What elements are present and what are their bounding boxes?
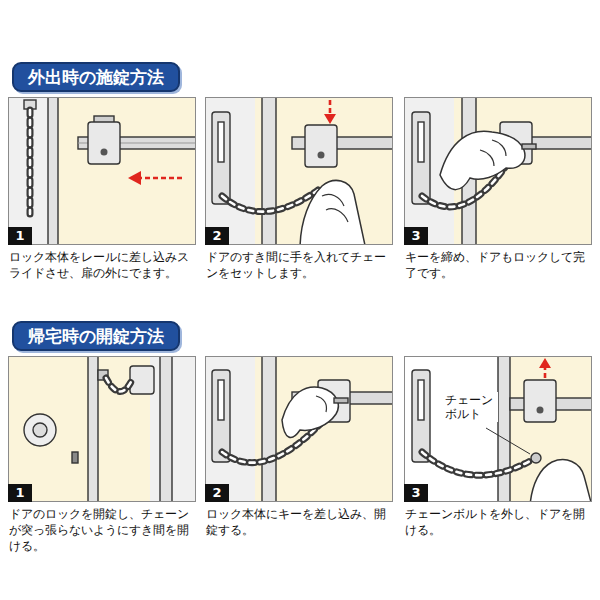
step-panel: ドアのロックを開錠し、チェーンが突っ張らないようにすき間を開ける。1 bbox=[8, 356, 196, 502]
step-illustration bbox=[404, 356, 592, 502]
step-caption: ドアのすき間に手を入れてチェーンをセットします。 bbox=[206, 249, 394, 281]
step-illustration bbox=[205, 97, 393, 245]
step-number: 2 bbox=[205, 227, 229, 245]
section-header: 帰宅時の開錠方法 bbox=[12, 321, 180, 351]
step-illustration bbox=[404, 97, 592, 245]
step-panel: キーを締め、ドアもロックして完了です。3 bbox=[404, 97, 592, 245]
section-title: 外出時の施錠方法 bbox=[28, 67, 164, 87]
step-number: 1 bbox=[8, 484, 32, 502]
step-caption: チェーンボルトを外し、ドアを開ける。 bbox=[405, 506, 593, 538]
step-number-text: 2 bbox=[205, 227, 229, 245]
step-caption: ドアのロックを開錠し、チェーンが突っ張らないようにすき間を開ける。 bbox=[9, 506, 197, 554]
step-number-text: 3 bbox=[404, 227, 428, 245]
step-illustration bbox=[205, 356, 393, 502]
step-number-text: 3 bbox=[404, 484, 428, 502]
section-header: 外出時の施錠方法 bbox=[12, 62, 180, 92]
step-number: 3 bbox=[404, 484, 428, 502]
step-number: 3 bbox=[404, 227, 428, 245]
step-number-text: 1 bbox=[8, 227, 32, 245]
step-panel: ロック本体をレールに差し込みスライドさせ、扉の外にでます。1 bbox=[8, 97, 196, 245]
step-number: 2 bbox=[205, 484, 229, 502]
step-panel: チェーンボルトを外し、ドアを開ける。3 bbox=[404, 356, 592, 502]
step-panel: ロック本体にキーを差し込み、開錠する。2 bbox=[205, 356, 393, 502]
step-illustration bbox=[8, 356, 196, 502]
step-caption: キーを締め、ドアもロックして完了です。 bbox=[405, 249, 593, 281]
step-number: 1 bbox=[8, 227, 32, 245]
step-caption: ロック本体にキーを差し込み、開錠する。 bbox=[206, 506, 394, 538]
step-panel: ドアのすき間に手を入れてチェーンをセットします。2 bbox=[205, 97, 393, 245]
step-number-text: 2 bbox=[205, 484, 229, 502]
part-label: チェーン ボルト bbox=[444, 392, 498, 422]
step-illustration bbox=[8, 97, 196, 245]
section-title: 帰宅時の開錠方法 bbox=[28, 326, 164, 346]
step-number-text: 1 bbox=[8, 484, 32, 502]
step-caption: ロック本体をレールに差し込みスライドさせ、扉の外にでます。 bbox=[9, 249, 197, 281]
